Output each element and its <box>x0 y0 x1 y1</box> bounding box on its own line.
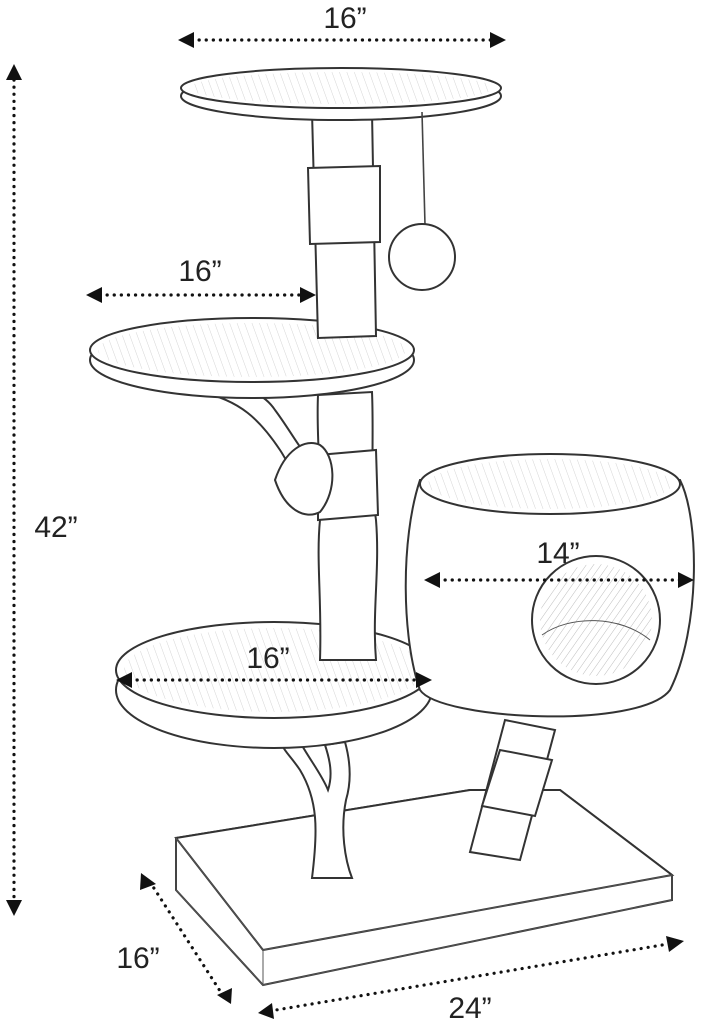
dim-top-platform-width: 16” <box>178 2 506 48</box>
dim-condo-width-label: 14” <box>536 537 579 570</box>
dim-base-width: 24” <box>258 936 684 1024</box>
dim-lower-platform-width: 16” <box>116 642 432 688</box>
condo-entrance-hole <box>531 555 661 685</box>
base-board <box>174 789 675 987</box>
side-branch <box>199 386 334 516</box>
upper-post <box>306 111 381 340</box>
cat-condo <box>404 453 695 718</box>
middle-trunk <box>316 390 380 661</box>
dim-middle-platform-width-label: 16” <box>178 255 221 288</box>
dim-overall-height-label: 42” <box>34 511 77 544</box>
lower-trunk <box>280 740 354 879</box>
dim-base-depth-label: 16” <box>116 942 159 975</box>
lower-platform <box>115 621 433 749</box>
dim-lower-platform-width-label: 16” <box>246 642 289 675</box>
dim-middle-platform-width: 16” <box>86 255 316 303</box>
dim-condo-width: 14” <box>424 537 694 588</box>
pom-pom-toy <box>388 111 456 291</box>
top-platform <box>180 67 502 121</box>
condo-support-post <box>468 718 557 862</box>
dim-base-width-label: 24” <box>448 992 491 1024</box>
dim-overall-height: 42” <box>6 64 88 916</box>
dim-top-platform-width-label: 16” <box>323 2 366 35</box>
dim-base-depth: 16” <box>116 873 232 1004</box>
